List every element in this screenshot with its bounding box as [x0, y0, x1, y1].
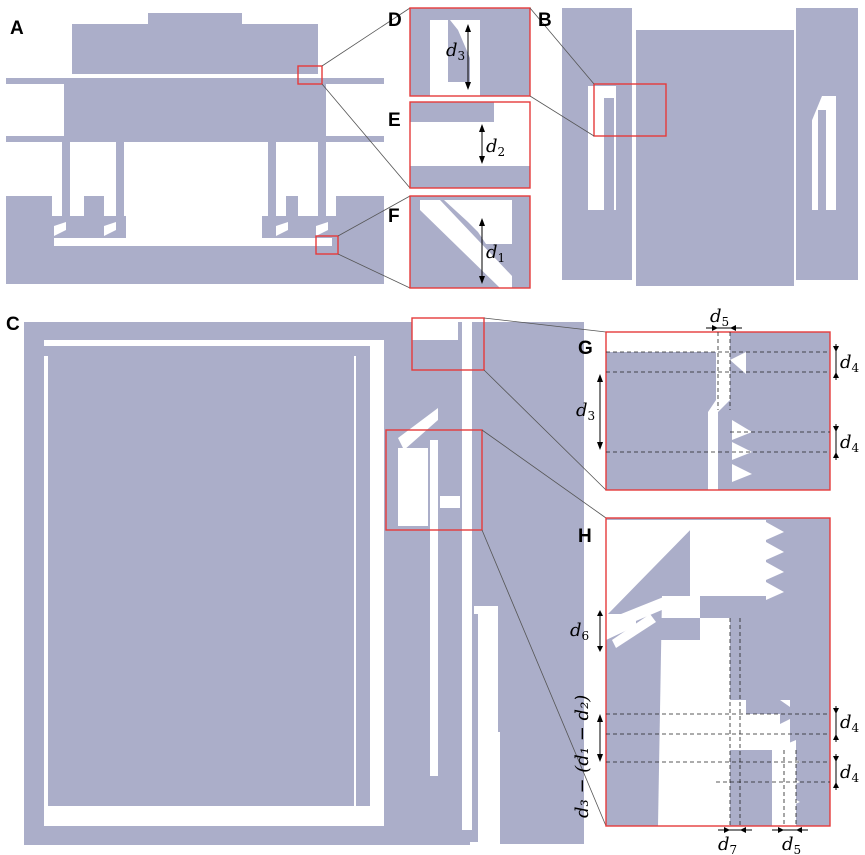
dim-label-d4-panel-g-top: d4 — [840, 352, 860, 375]
panel-a-notches — [54, 222, 332, 246]
panel-f-frame — [409, 195, 531, 289]
panel-b — [529, 7, 858, 286]
panel-a-top-cap — [148, 13, 242, 25]
panel-label-a: A — [10, 18, 24, 39]
panel-a-lower-bar — [6, 136, 384, 142]
dim-label-d2: d2 — [486, 136, 505, 159]
dim-label-d4-panel-h-bottom: d4 — [840, 762, 860, 785]
panel-c-zoom-box-h — [385, 429, 483, 531]
panel-label-h: H — [578, 526, 592, 547]
dim-label-d1: d1 — [486, 242, 505, 265]
panel-label-d: D — [388, 10, 402, 31]
dim-label-d7: d7 — [718, 834, 737, 855]
panel-c-zoom-box-g — [411, 317, 485, 371]
panel-c-inner-block — [48, 354, 354, 806]
panel-a-upper-bar — [6, 78, 384, 84]
panel-h-frame — [605, 517, 831, 827]
panel-label-b: B — [538, 10, 552, 31]
dim-label-d4-panel-g-bottom: d4 — [840, 432, 860, 455]
panel-c — [24, 317, 607, 845]
panel-label-e: E — [388, 110, 401, 131]
panel-f — [409, 195, 531, 289]
panel-b-zoom-box — [593, 83, 667, 137]
panel-a-middle-block — [64, 84, 326, 136]
panel-label-c: C — [6, 314, 20, 335]
panel-g — [597, 325, 839, 491]
dim-label-d3-panel-g: d3 — [576, 400, 595, 423]
panel-g-slanted-gap — [708, 352, 730, 490]
dim-label-d3-panel-d: d3 — [446, 40, 465, 63]
panel-label-f: F — [388, 206, 400, 227]
panel-label-g: G — [578, 338, 593, 359]
panel-d — [409, 7, 531, 97]
panel-d-frame — [409, 7, 531, 97]
panel-h-diagonal-gap — [606, 520, 700, 640]
panel-a-top-block — [72, 24, 318, 74]
panel-a-leg-4 — [318, 142, 326, 226]
dim-label-d5-panel-h: d5 — [782, 834, 801, 855]
panel-a-leg-3 — [268, 142, 276, 226]
panel-h — [597, 517, 839, 833]
panel-a — [6, 7, 411, 289]
dim-label-d5-panel-g: d5 — [710, 306, 729, 329]
dim-label-d6: d6 — [570, 620, 589, 643]
panel-a-leg-2 — [116, 142, 124, 226]
panel-a-zoom-box-top — [297, 65, 323, 85]
panel-a-leg-1 — [62, 142, 70, 226]
panel-e — [409, 101, 531, 189]
panel-a-zoom-box-bottom — [315, 235, 339, 255]
dim-label-d4-panel-h-top: d4 — [840, 712, 860, 735]
dim-label-d3-minus-d1-d2: d₃ − (d₁ − d₂) — [572, 695, 593, 818]
panel-a-base — [6, 196, 384, 284]
panel-e-frame — [409, 101, 531, 189]
